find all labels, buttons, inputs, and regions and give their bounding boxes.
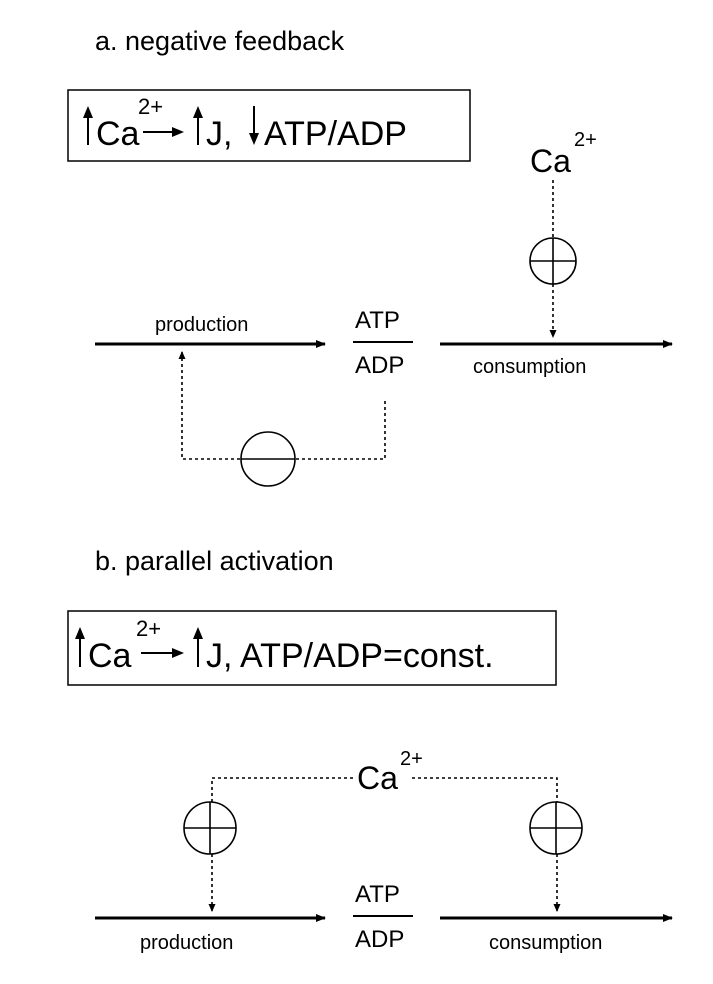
down-arrow-icon: [249, 106, 259, 145]
summary-ca: Ca: [96, 115, 140, 153]
feedback-dotted-path: [295, 401, 386, 460]
summary-b-effect: J, ATP/ADP=const.: [206, 637, 494, 675]
panel-b-consumption-label: consumption: [489, 932, 602, 954]
summary-b-ca-charge: 2+: [136, 616, 161, 641]
panel-a-consumption-label: consumption: [473, 356, 586, 378]
yields-arrow-icon: [143, 127, 184, 137]
activation-plus-icon: [529, 237, 577, 285]
activation-plus-icon: [529, 801, 583, 855]
panel-a-ca-charge: 2+: [574, 129, 597, 151]
yields-arrow-icon: [141, 648, 184, 658]
panel-b-ratio-bottom: ADP: [355, 926, 404, 953]
ca-dotted-left: [211, 777, 353, 802]
panel-a-title: a. negative feedback: [95, 26, 345, 56]
feedback-dotted-return: [178, 351, 240, 460]
ca-dotted-right: [412, 777, 558, 802]
panel-a-summary-box: [67, 89, 471, 162]
inhibition-minus-icon: [240, 431, 296, 487]
panel-a-ca-label: Ca: [530, 143, 571, 179]
up-arrow-icon: [83, 106, 93, 145]
summary-ca-charge: 2+: [138, 94, 163, 119]
panel-b-title: b. parallel activation: [95, 546, 334, 576]
panel-a-ratio-bottom: ADP: [355, 352, 404, 379]
panel-b-ca-charge: 2+: [400, 748, 423, 770]
panel-b-ratio-top: ATP: [355, 881, 400, 908]
panel-a-ratio-top: ATP: [355, 307, 400, 334]
summary-ratio: ATP/ADP: [264, 115, 407, 153]
panel-a-production-label: production: [155, 314, 248, 336]
summary-b-ca: Ca: [88, 637, 132, 675]
up-arrow-icon: [193, 627, 203, 667]
up-arrow-icon: [75, 627, 85, 667]
activation-plus-icon: [183, 801, 237, 855]
panel-b-summary-box: [67, 610, 557, 686]
panel-b-production-label: production: [140, 932, 233, 954]
summary-effect: J,: [206, 115, 232, 153]
panel-b-ca-label: Ca: [357, 760, 398, 796]
up-arrow-icon: [193, 106, 203, 145]
